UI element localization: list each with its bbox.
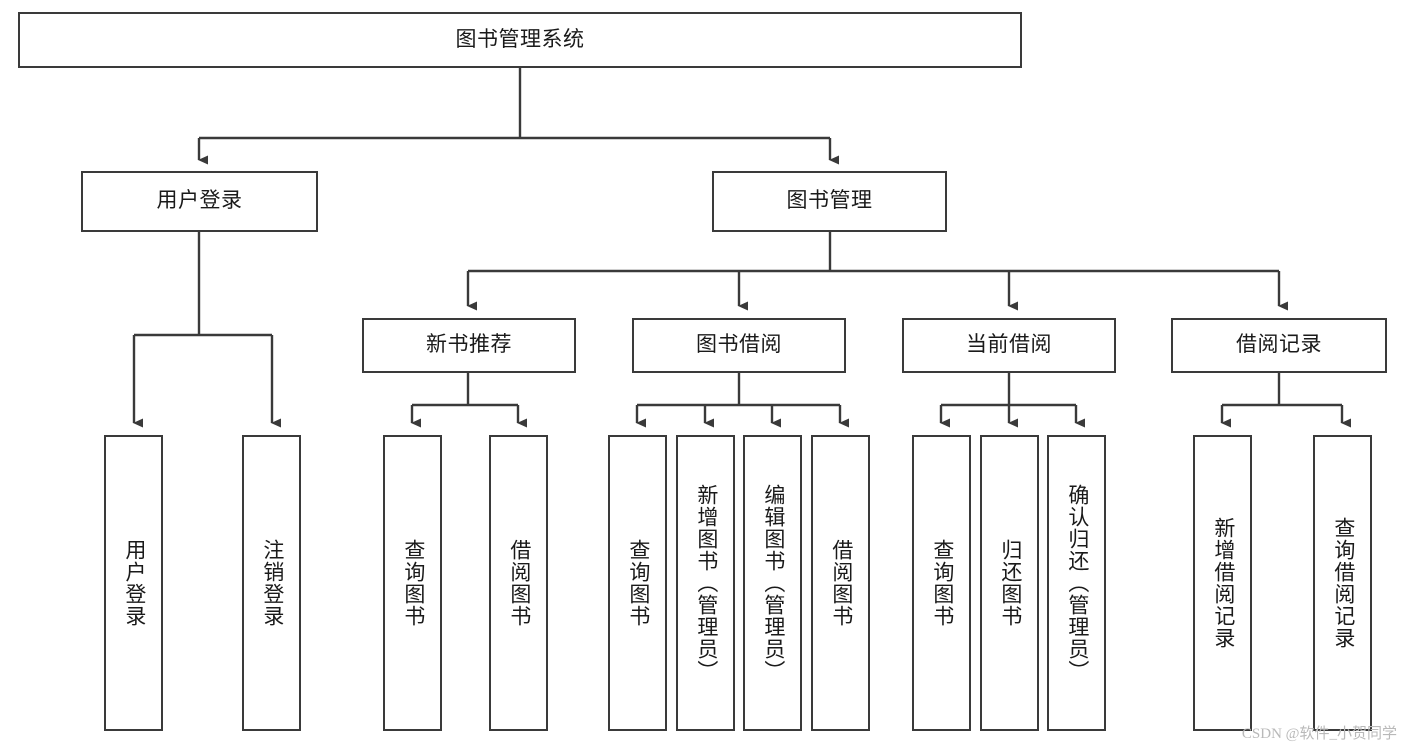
node-leaf-return-book-label: 归还图书	[998, 539, 1022, 627]
node-leaf-user-login-label: 用户登录	[122, 539, 146, 627]
node-leaf-add-record-label: 新增借阅记录	[1211, 517, 1235, 649]
node-user-login[interactable]: 用户登录	[81, 171, 318, 232]
node-leaf-borrow-book-1[interactable]: 借阅图书	[489, 435, 548, 731]
node-leaf-borrow-book-2[interactable]: 借阅图书	[811, 435, 870, 731]
node-leaf-query-book-1-label: 查询图书	[401, 539, 425, 627]
node-leaf-confirm-return-label: 确认归还（管理员）	[1065, 484, 1089, 682]
node-new-book-recommend-label: 新书推荐	[426, 333, 512, 357]
node-leaf-query-book-2-label: 查询图书	[626, 539, 650, 627]
node-book-borrow-label: 图书借阅	[696, 333, 782, 357]
node-leaf-add-book[interactable]: 新增图书（管理员）	[676, 435, 735, 731]
node-leaf-query-book-3[interactable]: 查询图书	[912, 435, 971, 731]
node-leaf-add-book-label: 新增图书（管理员）	[694, 484, 718, 682]
node-borrow-record-label: 借阅记录	[1236, 333, 1322, 357]
node-user-login-label: 用户登录	[156, 189, 243, 213]
node-leaf-edit-book[interactable]: 编辑图书（管理员）	[743, 435, 802, 731]
node-leaf-logout-login[interactable]: 注销登录	[242, 435, 301, 731]
node-leaf-confirm-return[interactable]: 确认归还（管理员）	[1047, 435, 1106, 731]
node-current-borrow[interactable]: 当前借阅	[902, 318, 1116, 373]
node-leaf-borrow-book-2-label: 借阅图书	[829, 539, 853, 627]
node-leaf-logout-login-label: 注销登录	[260, 539, 284, 627]
node-leaf-query-book-1[interactable]: 查询图书	[383, 435, 442, 731]
node-current-borrow-label: 当前借阅	[966, 333, 1052, 357]
node-leaf-query-book-2[interactable]: 查询图书	[608, 435, 667, 731]
node-leaf-query-book-3-label: 查询图书	[930, 539, 954, 627]
node-leaf-query-record-label: 查询借阅记录	[1331, 517, 1355, 649]
node-root-label: 图书管理系统	[455, 27, 585, 51]
watermark-text: CSDN @软件_小贺同学	[1241, 726, 1397, 742]
node-new-book-recommend[interactable]: 新书推荐	[362, 318, 576, 373]
node-leaf-user-login[interactable]: 用户登录	[104, 435, 163, 731]
node-leaf-edit-book-label: 编辑图书（管理员）	[761, 484, 785, 682]
node-root-library-system[interactable]: 图书管理系统	[18, 12, 1022, 68]
node-leaf-return-book[interactable]: 归还图书	[980, 435, 1039, 731]
node-leaf-borrow-book-1-label: 借阅图书	[507, 539, 531, 627]
node-book-management[interactable]: 图书管理	[712, 171, 947, 232]
node-borrow-record[interactable]: 借阅记录	[1171, 318, 1387, 373]
node-book-borrow[interactable]: 图书借阅	[632, 318, 846, 373]
node-leaf-query-record[interactable]: 查询借阅记录	[1313, 435, 1372, 731]
node-leaf-add-record[interactable]: 新增借阅记录	[1193, 435, 1252, 731]
node-book-management-label: 图书管理	[786, 189, 873, 213]
